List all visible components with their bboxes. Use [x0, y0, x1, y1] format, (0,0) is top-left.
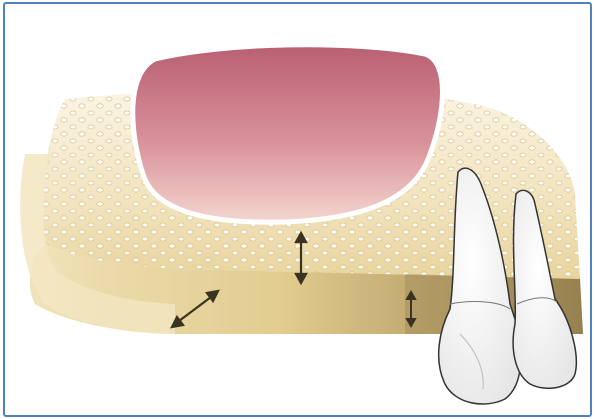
figure-frame — [3, 2, 592, 417]
sinus-diagram — [5, 4, 590, 415]
maxillary-sinus — [133, 45, 443, 223]
